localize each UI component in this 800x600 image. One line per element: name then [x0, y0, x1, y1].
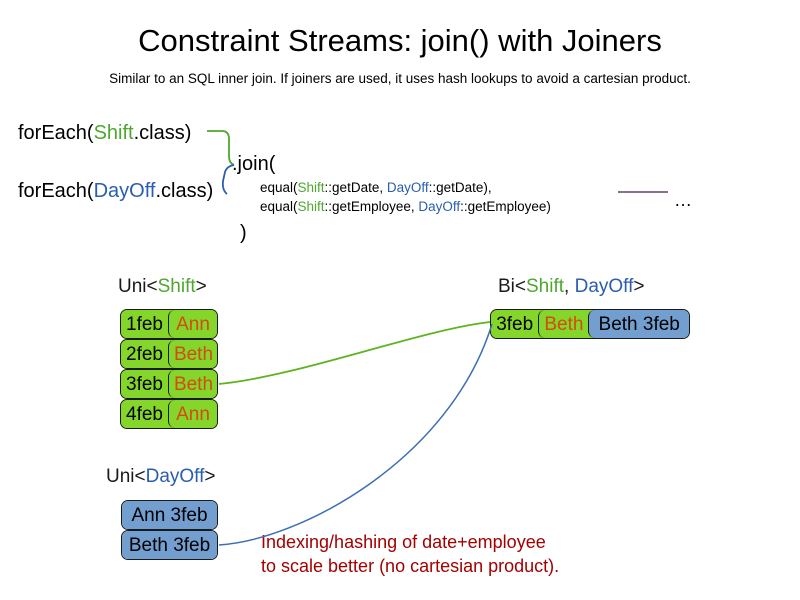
- dayoff-fact-row: Beth 3feb: [121, 530, 218, 560]
- code-foreach-shift-type: Shift: [93, 122, 134, 144]
- dayoff-fact-row: Ann 3feb: [121, 500, 218, 530]
- label-bi-sep: ,: [564, 276, 575, 297]
- shift-fact-row: 4feb Ann: [120, 399, 218, 429]
- code-foreach-dayoff-type: DayOff: [93, 180, 156, 202]
- connector-dayoff-fact-to-bi: [218, 323, 493, 546]
- code-equal-date-prefix: equal(: [260, 180, 298, 195]
- annotation-line-1: Indexing/hashing of date+employee: [261, 532, 546, 552]
- label-bi-type-shift: Shift: [526, 276, 565, 297]
- code-equal-date-right-type: DayOff: [386, 180, 429, 195]
- bi-dayoff-cell: Beth 3feb: [588, 310, 689, 338]
- shift-date-cell: 3feb: [121, 370, 168, 398]
- label-uni-dayoff-prefix: Uni<: [106, 466, 146, 487]
- code-foreach-shift-suffix: .class): [133, 122, 192, 144]
- code-foreach-dayoff-suffix: .class): [155, 180, 214, 202]
- code-foreach-dayoff: forEach(DayOff.class): [18, 179, 213, 203]
- label-uni-shift: Uni<Shift>: [118, 275, 207, 298]
- shift-fact-row: 2feb Beth: [120, 339, 218, 369]
- code-join-open: .join(: [232, 153, 276, 175]
- slide-title: Constraint Streams: join() with Joiners: [138, 23, 662, 58]
- code-equal-employee-right-type: DayOff: [418, 199, 461, 214]
- label-uni-dayoff-type: DayOff: [145, 466, 205, 487]
- code-equal-date-left-method: ::getDate,: [324, 180, 387, 195]
- dayoff-cell: Ann 3feb: [122, 501, 217, 529]
- connector-shift-fact-to-bi: [218, 321, 491, 385]
- code-equal-employee-prefix: equal(: [260, 199, 298, 214]
- annotation-text: Indexing/hashing of date+employee to sca…: [261, 530, 559, 578]
- connector-shift-to-join: [207, 130, 235, 166]
- label-bi-prefix: Bi<: [498, 276, 526, 297]
- bi-fact-row: 3feb Beth Beth 3feb: [490, 309, 690, 339]
- shift-employee-cell: Ann: [168, 400, 217, 428]
- code-foreach-shift-prefix: forEach(: [18, 122, 94, 144]
- code-foreach-shift: forEach(Shift.class): [18, 121, 191, 145]
- shift-employee-cell: Beth: [167, 370, 217, 398]
- shift-date-cell: 4feb: [121, 400, 169, 428]
- code-equal-employee-left-type: Shift: [297, 199, 325, 214]
- label-bi-type-dayoff: DayOff: [574, 276, 634, 297]
- slide-subtitle: Similar to an SQL inner join. If joiners…: [109, 71, 691, 86]
- code-equal-employee-left-method: ::getEmployee,: [324, 199, 419, 214]
- shift-fact-row: 1feb Ann: [120, 309, 218, 339]
- code-equal-date-left-type: Shift: [297, 180, 325, 195]
- label-uni-shift-suffix: >: [195, 276, 207, 297]
- code-foreach-dayoff-prefix: forEach(: [18, 180, 94, 202]
- label-uni-dayoff: Uni<DayOff>: [106, 465, 216, 488]
- code-join-close: ): [240, 222, 247, 244]
- bi-shift-date-cell: 3feb: [491, 310, 539, 338]
- shift-employee-cell: Beth: [167, 340, 217, 368]
- shift-date-cell: 2feb: [121, 340, 168, 368]
- shift-employee-cell: Ann: [168, 310, 217, 338]
- shift-fact-row: 3feb Beth: [120, 369, 218, 399]
- dayoff-cell: Beth 3feb: [122, 531, 217, 559]
- shift-date-cell: 1feb: [121, 310, 169, 338]
- code-ellipsis: …: [674, 190, 692, 210]
- label-uni-shift-prefix: Uni<: [118, 276, 158, 297]
- code-equal-date: equal(Shift::getDate, DayOff::getDate),: [260, 179, 492, 197]
- bi-shift-employee-cell: Beth: [538, 310, 589, 338]
- label-uni-dayoff-suffix: >: [204, 466, 216, 487]
- annotation-line-2: to scale better (no cartesian product).: [261, 556, 560, 576]
- label-bi-suffix: >: [633, 276, 645, 297]
- code-equal-employee-right-method: ::getEmployee): [460, 199, 551, 214]
- code-equal-employee: equal(Shift::getEmployee, DayOff::getEmp…: [260, 198, 551, 216]
- label-bi-stream: Bi<Shift, DayOff>: [498, 275, 644, 298]
- label-uni-shift-type: Shift: [157, 276, 196, 297]
- code-equal-date-right-method: ::getDate),: [428, 180, 492, 195]
